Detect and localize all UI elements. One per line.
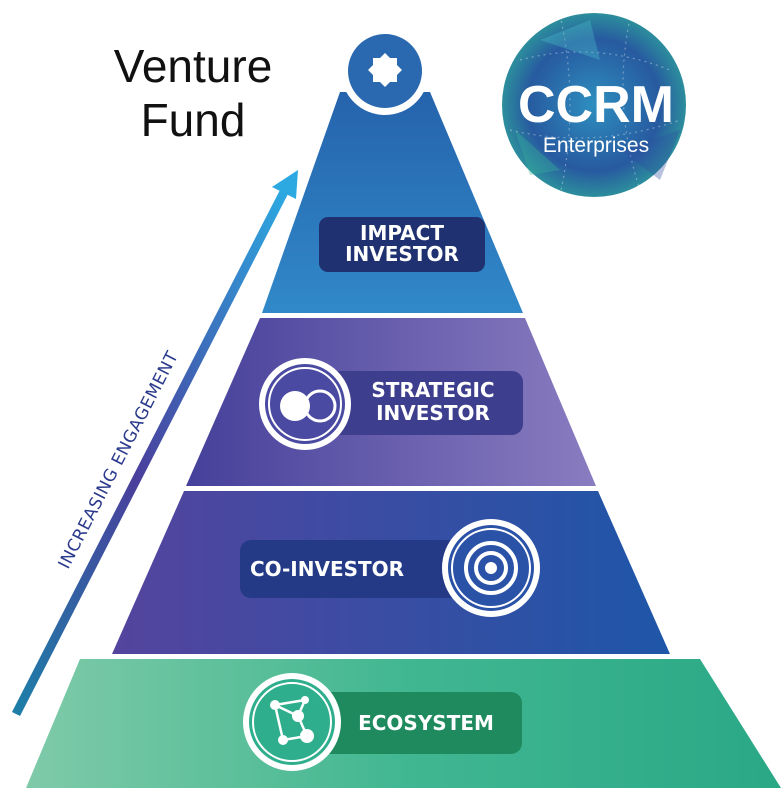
co-investor-label: CO-INVESTOR [250, 557, 404, 581]
title-line-2: Fund [140, 94, 246, 146]
impact-label-line-1: IMPACT [360, 221, 444, 245]
strategic-label-box [305, 371, 523, 435]
co-investor-label-box [240, 540, 482, 598]
impact-label-box [319, 217, 485, 272]
star-badge-icon [341, 27, 429, 115]
logo-main-text: CCRM [518, 76, 674, 134]
network-icon [243, 673, 341, 771]
strategic-label-line-2: INVESTOR [376, 401, 490, 425]
ecosystem-label: ECOSYSTEM [358, 711, 494, 735]
tier-impact-band [262, 92, 523, 313]
strategic-label-line-1: STRATEGIC [371, 378, 494, 402]
target-icon [442, 519, 540, 617]
title-line-1: Venture [113, 40, 273, 92]
impact-label-line-2: INVESTOR [345, 242, 459, 266]
ecosystem-label-box [300, 692, 522, 754]
ccrm-logo: CCRM Enterprises [502, 13, 686, 197]
overlapping-circles-icon [259, 358, 351, 450]
increasing-engagement-arrow [11, 170, 298, 717]
logo-sub-text: Enterprises [543, 134, 649, 157]
